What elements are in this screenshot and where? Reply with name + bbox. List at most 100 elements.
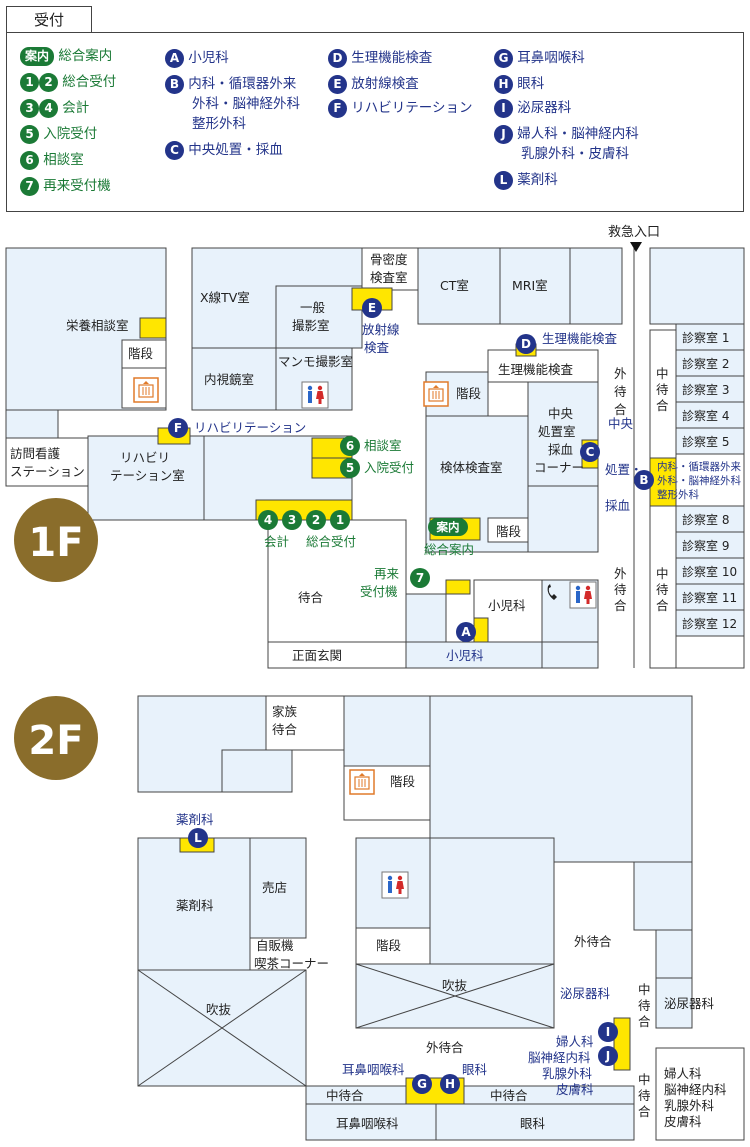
- legend-item-G: G 耳鼻咽喉科: [494, 48, 585, 68]
- badge-6: [340, 436, 360, 456]
- badge-1-text: 1: [336, 513, 344, 527]
- badge-L: L: [494, 170, 513, 190]
- room-eiyo: 栄養相談室: [66, 318, 129, 333]
- badge-C: [580, 442, 600, 462]
- badge-I: I: [494, 98, 513, 118]
- room-kaidan: 階段: [390, 774, 415, 789]
- room-nakamachi: 中待合: [326, 1088, 364, 1103]
- room-sotomachi: 外待合: [574, 934, 612, 949]
- legend-item-nyuin: 5 入院受付: [20, 124, 97, 144]
- soto-machi-2: 待: [614, 582, 627, 597]
- legend-label: 総合案内: [58, 48, 113, 64]
- room-fukinuke: 吹抜: [442, 978, 468, 993]
- badge-D-text: D: [521, 337, 531, 351]
- label-B-3: 整形外科: [657, 488, 699, 501]
- room-kazoku-2: 待合: [272, 722, 298, 737]
- badge-F: F: [328, 98, 347, 118]
- naka-machi-3: 合: [656, 598, 669, 613]
- badge-L: [188, 828, 208, 848]
- restroom-icon: [569, 581, 597, 609]
- room-homon-1: 訪問看護: [10, 446, 61, 461]
- badge-G-text: G: [417, 1077, 427, 1091]
- label-nyuin: 入院受付: [364, 460, 414, 475]
- badge-A-text: A: [461, 625, 471, 639]
- badge-D: D: [328, 48, 347, 68]
- floor-badge-2f-text: 2F: [28, 718, 83, 764]
- annai-badge: [428, 518, 468, 536]
- legend-label: 薬剤科: [517, 172, 558, 188]
- legend-label: 耳鼻咽喉科: [517, 50, 585, 66]
- label-J-4: 皮膚科: [556, 1082, 594, 1097]
- naka-machi-3: 合: [638, 1014, 651, 1029]
- room-ct: CT室: [440, 278, 469, 293]
- badge-3: 3: [20, 98, 39, 118]
- room-homon-2: ステーション: [10, 464, 85, 479]
- exam-room-9: 診察室 9: [682, 538, 729, 553]
- badge-E: [362, 298, 382, 318]
- room-fujinka-2: 脳神経内科: [664, 1082, 727, 1097]
- legend-label: 生理機能検査: [351, 50, 433, 66]
- naka-machi-2: 待: [656, 382, 669, 397]
- room-chuo-4: コーナー: [534, 460, 584, 475]
- room-genkan: 正面玄関: [292, 648, 342, 663]
- restroom-icon: [301, 381, 329, 409]
- legend-item-J: J 婦人科・脳神経内科: [494, 124, 639, 144]
- room-chuo-2: 処置室: [538, 424, 576, 439]
- badge-F: [168, 418, 188, 438]
- atrium-hatch: [137, 963, 555, 1087]
- legend-item-H: H 眼科: [494, 74, 544, 94]
- badge-A: [456, 622, 476, 642]
- soto-machi-2: 待: [614, 384, 627, 399]
- badge-1: 1: [20, 72, 39, 92]
- badge-5: 5: [20, 124, 39, 144]
- elevator-icon: [133, 377, 159, 403]
- label-C-1: 中央: [608, 416, 634, 431]
- annai-badge-text: 案内: [436, 520, 460, 534]
- label-L: 薬剤科: [176, 812, 214, 827]
- elevator-icon: [349, 769, 375, 795]
- restroom-icon: [381, 871, 409, 899]
- room-mri: MRI室: [512, 278, 548, 293]
- badge-C-text: C: [586, 445, 595, 459]
- naka-machi-1: 中: [656, 366, 669, 381]
- label-J-3: 乳腺外科: [542, 1066, 593, 1081]
- exam-room-8: 診察室 8: [682, 512, 729, 527]
- room-hinyo: 泌尿器科: [664, 996, 715, 1011]
- badge-J: [598, 1046, 618, 1066]
- badge-2: [306, 510, 326, 530]
- naka-machi-1: 中: [656, 566, 669, 581]
- phone-icon: [547, 584, 557, 600]
- legend-label: リハビリテーション: [351, 100, 473, 116]
- label-sairai-1: 再来: [374, 566, 400, 581]
- naka-machi-2: 待: [638, 998, 651, 1013]
- room-baiten: 売店: [262, 880, 287, 895]
- badge-2: 2: [39, 72, 58, 92]
- legend-item-sairai: 7 再来受付機: [20, 176, 111, 196]
- legend-item-B: B 内科・循環器外来: [165, 74, 296, 94]
- room-reha-1: リハビリ: [120, 450, 170, 465]
- room-ganka: 眼科: [520, 1116, 546, 1131]
- naka-machi-2: 待: [638, 1088, 651, 1103]
- soto-machi-3: 合: [614, 402, 627, 417]
- label-H: 眼科: [462, 1062, 488, 1077]
- legend-item-annai: 案内 総合案内: [20, 46, 112, 66]
- badge-C: C: [165, 140, 184, 160]
- room-reha-2: テーション室: [110, 468, 185, 483]
- badge-6: 6: [20, 150, 39, 170]
- room-jibi: 耳鼻咽喉科: [336, 1116, 399, 1131]
- badge-H: [440, 1074, 460, 1094]
- badge-7: [410, 568, 430, 588]
- floor-badge-1f: [14, 498, 98, 582]
- legend-label: 整形外科: [192, 116, 246, 132]
- badge-J-text: J: [605, 1049, 610, 1063]
- badge-7: 7: [20, 176, 39, 196]
- label-F: リハビリテーション: [194, 420, 306, 435]
- room-kotsu-1: 骨密度: [370, 252, 408, 267]
- legend-label: 外科・脳神経外科: [192, 96, 300, 112]
- legend-label: 小児科: [188, 50, 229, 66]
- badge-4: [258, 510, 278, 530]
- exam-room-1: 診察室 1: [682, 330, 729, 345]
- badge-F-text: F: [174, 421, 182, 435]
- badge-G: G: [494, 48, 513, 68]
- naka-machi-1: 中: [638, 1072, 651, 1087]
